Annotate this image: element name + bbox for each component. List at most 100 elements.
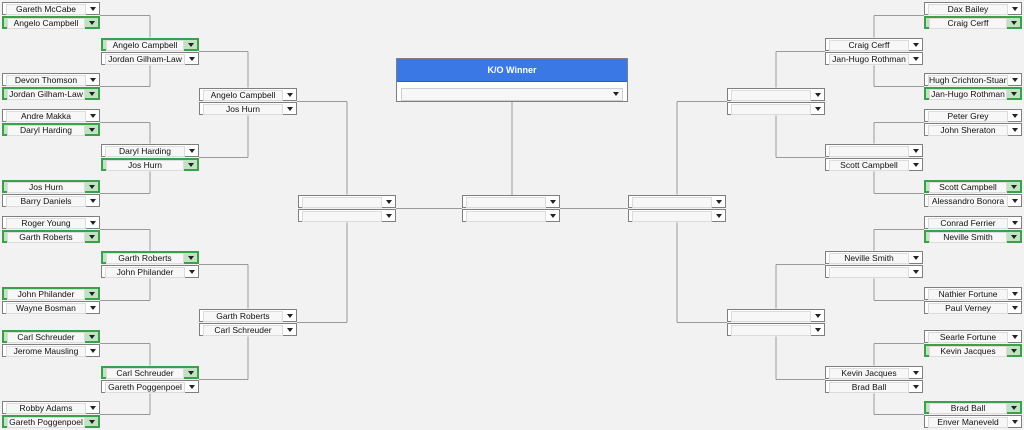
right-r1-match4-slot2[interactable]: Alessandro Bonora [924, 194, 1022, 207]
right-r1-match8-slot2[interactable]: Enver Maneveld [924, 415, 1022, 428]
player-name [731, 90, 811, 101]
right-r1-match2-slot2[interactable]: Jan-Hugo Rothman [924, 87, 1022, 100]
chevron-down-icon [716, 214, 722, 218]
left-r1-match1-slot1[interactable]: Gareth McCabe [2, 2, 100, 15]
right-r1-match6-slot1[interactable]: Nathier Fortune [924, 287, 1022, 300]
left-r1-match8-slot2[interactable]: Gareth Poggenpoel [2, 415, 100, 428]
right-r1-match7-slot2[interactable]: Kevin Jacques [924, 344, 1022, 357]
right-r1-match3-slot1[interactable]: Peter Grey [924, 109, 1022, 122]
player-name: Angelo Campbell [106, 40, 184, 51]
chevron-down-icon [287, 107, 293, 111]
right-r1-match6-slot2[interactable]: Paul Verney [924, 301, 1022, 314]
left-r2-match3-slot1[interactable]: Garth Roberts [101, 251, 199, 264]
left-r2-match1-slot2[interactable]: Jordan Gilham-Law [101, 52, 199, 65]
chevron-down-icon [90, 349, 96, 353]
right-r2-match2-slot2[interactable]: Scott Campbell [825, 158, 923, 171]
right-r1-match7-slot1[interactable]: Searle Fortune [924, 330, 1022, 343]
right-qf-match2-slot2[interactable] [727, 323, 825, 336]
player-name: Garth Roberts [106, 253, 184, 264]
right-r2-match4-slot1[interactable]: Kevin Jacques [825, 366, 923, 379]
final-slot1[interactable] [462, 195, 560, 208]
right-r1-match1-slot1[interactable]: Dax Bailey [924, 2, 1022, 15]
left-r1-match5-slot1[interactable]: Roger Young [2, 216, 100, 229]
left-r1-match6-slot2[interactable]: Wayne Bosman [2, 301, 100, 314]
chevron-down-icon [913, 57, 919, 61]
player-name [302, 197, 382, 208]
left-qf-match2-slot1[interactable]: Garth Roberts [199, 309, 297, 322]
right-r2-match1-slot2[interactable]: Jan-Hugo Rothman [825, 52, 923, 65]
chevron-down-icon [90, 221, 96, 225]
chevron-down-icon [1012, 78, 1018, 82]
left-r1-match4-slot1[interactable]: Jos Hurn [2, 180, 100, 193]
right-qf-match2-slot1[interactable] [727, 309, 825, 322]
chevron-down-icon [189, 149, 195, 153]
chevron-down-icon [188, 371, 194, 375]
right-r2-match1-slot1[interactable]: Craig Cerff [825, 38, 923, 51]
right-r2-match2-slot1[interactable] [825, 144, 923, 157]
chevron-down-icon [913, 163, 919, 167]
left-r1-match6-slot1[interactable]: John Philander [2, 287, 100, 300]
final-slot2[interactable] [462, 209, 560, 222]
left-r2-match3-slot2[interactable]: John Philander [101, 265, 199, 278]
left-sf-match1-slot1[interactable] [298, 195, 396, 208]
right-r2-match3-slot2[interactable] [825, 265, 923, 278]
player-name: Neville Smith [929, 232, 1007, 243]
chevron-down-icon [189, 57, 195, 61]
right-qf-match1-slot2[interactable] [727, 102, 825, 115]
left-qf-match1-slot2[interactable]: Jos Hurn [199, 102, 297, 115]
left-qf-match1-slot1[interactable]: Angelo Campbell [199, 88, 297, 101]
left-r2-match1-slot1[interactable]: Angelo Campbell [101, 38, 199, 51]
right-r1-match3-slot2[interactable]: John Sheraton [924, 123, 1022, 136]
left-sf-match1-slot2[interactable] [298, 209, 396, 222]
left-r1-match5-slot2[interactable]: Garth Roberts [2, 230, 100, 243]
left-r1-match7-slot2[interactable]: Jerome Mausling [2, 344, 100, 357]
player-name: Gareth McCabe [6, 4, 86, 15]
right-r1-match4-slot1[interactable]: Scott Campbell [924, 180, 1022, 193]
chevron-down-icon [913, 270, 919, 274]
right-r1-match8-slot1[interactable]: Brad Ball [924, 401, 1022, 414]
left-r1-match2-slot2[interactable]: Jordan Gilham-Law [2, 87, 100, 100]
right-r1-match5-slot1[interactable]: Conrad Ferrier [924, 216, 1022, 229]
player-name: Craig Cerff [929, 18, 1007, 29]
left-r1-match1-slot2[interactable]: Angelo Campbell [2, 16, 100, 29]
right-qf-match1-slot1[interactable] [727, 88, 825, 101]
player-name [829, 146, 909, 157]
right-r1-match2-slot1[interactable]: Hugh Crichton-Stuart [924, 73, 1022, 86]
right-r2-match3-slot1[interactable]: Neville Smith [825, 251, 923, 264]
chevron-down-icon [89, 420, 95, 424]
player-name: Angelo Campbell [7, 18, 85, 29]
right-r1-match1-slot2[interactable]: Craig Cerff [924, 16, 1022, 29]
chevron-down-icon [1011, 185, 1017, 189]
player-name: Garth Roberts [7, 232, 85, 243]
chevron-down-icon [90, 306, 96, 310]
chevron-down-icon [613, 92, 619, 96]
left-r2-match2-slot2[interactable]: Jos Hurn [101, 158, 199, 171]
left-r2-match4-slot2[interactable]: Gareth Poggenpoel [101, 380, 199, 393]
left-r2-match2-slot1[interactable]: Daryl Harding [101, 144, 199, 157]
right-sf-match1-slot2[interactable] [628, 209, 726, 222]
right-r1-match5-slot2[interactable]: Neville Smith [924, 230, 1022, 243]
player-name: Enver Maneveld [928, 417, 1008, 428]
player-name: Brad Ball [929, 403, 1007, 414]
player-name: Carl Schreuder [7, 332, 85, 343]
chevron-down-icon [90, 78, 96, 82]
right-sf-match1-slot1[interactable] [628, 195, 726, 208]
player-name: Jerome Mausling [6, 346, 86, 357]
left-r1-match4-slot2[interactable]: Barry Daniels [2, 194, 100, 207]
player-name: Jos Hurn [7, 182, 85, 193]
ko-winner-select[interactable] [401, 88, 623, 101]
left-r1-match2-slot1[interactable]: Devon Thomson [2, 73, 100, 86]
left-qf-match2-slot2[interactable]: Carl Schreuder [199, 323, 297, 336]
right-r2-match4-slot2[interactable]: Brad Ball [825, 380, 923, 393]
left-r1-match7-slot1[interactable]: Carl Schreuder [2, 330, 100, 343]
left-r1-match3-slot1[interactable]: Andre Makka [2, 109, 100, 122]
left-r1-match3-slot2[interactable]: Daryl Harding [2, 123, 100, 136]
chevron-down-icon [1011, 406, 1017, 410]
player-name: Carl Schreuder [203, 325, 283, 336]
left-r1-match8-slot1[interactable]: Robby Adams [2, 401, 100, 414]
player-name: Wayne Bosman [6, 303, 86, 314]
left-r2-match4-slot1[interactable]: Carl Schreuder [101, 366, 199, 379]
player-name [466, 211, 546, 222]
chevron-down-icon [90, 114, 96, 118]
